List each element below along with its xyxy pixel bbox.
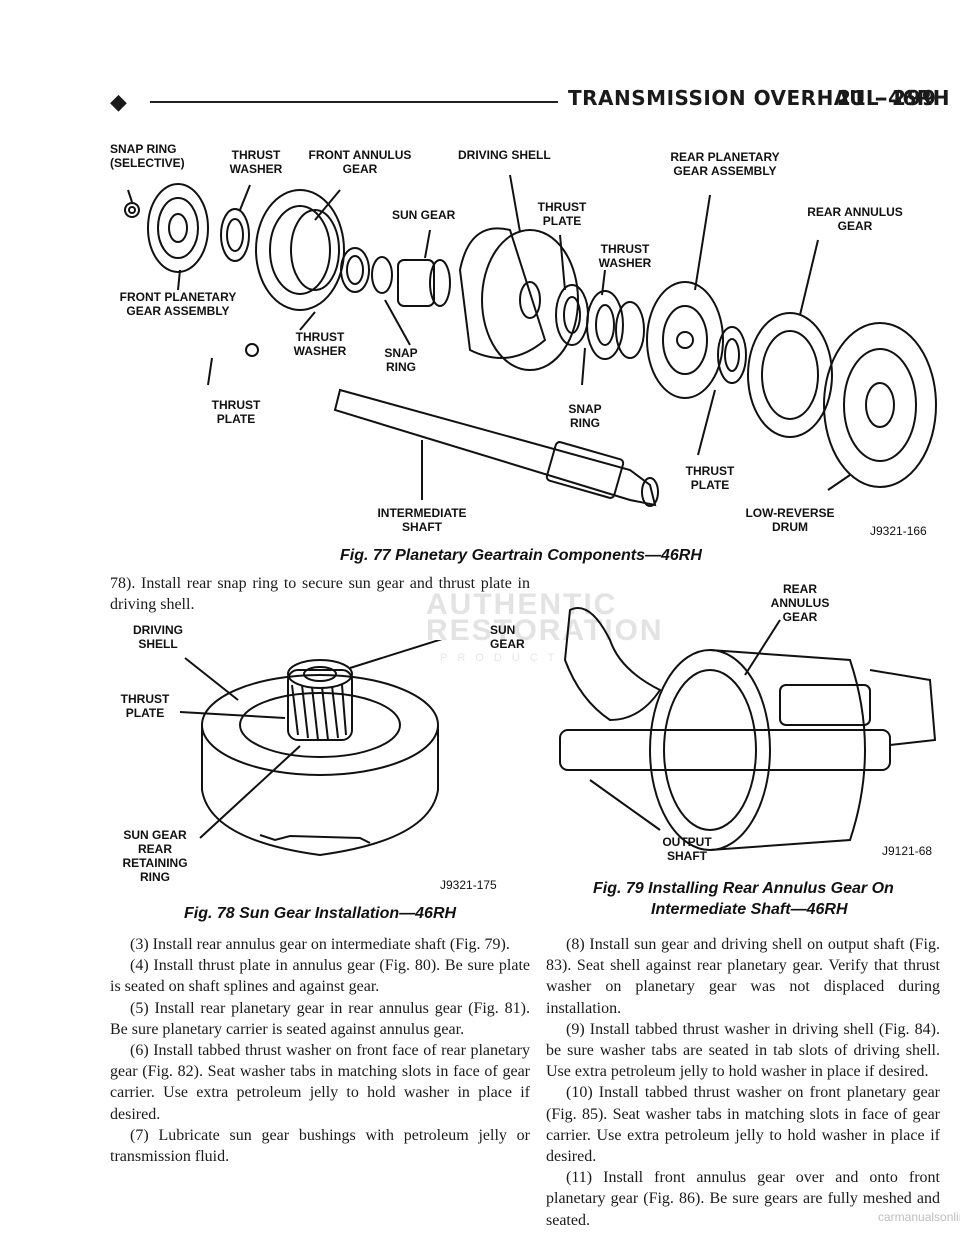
header-bullet: ◆ [110,90,127,115]
label-thrust-washer-top: THRUST WASHER [229,148,283,176]
fig78-label-sun-gear: SUN GEAR [490,623,525,651]
label-thrust-washer-low: THRUST WASHER [293,330,347,358]
step-5: (5) Install rear planetary gear in rear … [110,999,530,1038]
step-3: (3) Install rear annulus gear on interme… [130,936,510,953]
fig79-photo [559,607,937,851]
label-driving-shell: DRIVING SHELL [458,148,551,162]
label-intermediate-shaft: INTERMEDIATE SHAFT [377,506,467,534]
label-rear-annulus-gear: REAR ANNULUS GEAR [807,205,903,233]
step-4: (4) Install thrust plate in annulus gear… [110,957,530,996]
fig78-caption: Fig. 78 Sun Gear Installation—46RH [184,905,457,922]
step-6: (6) Install tabbed thrust washer on fron… [110,1042,530,1123]
fig78-label-thrust-plate: THRUST PLATE [120,692,170,720]
fig78-illustration [180,640,443,857]
step-9: (9) Install tabbed thrust washer in driv… [546,1020,940,1081]
fig79-label-output-shaft: OUTPUT SHAFT [662,835,712,863]
label-sun-gear-top: SUN GEAR [392,208,456,222]
right-column-steps: (8) Install sun gear and driving shell o… [546,934,940,1231]
fig78-label-sun-gear-ring: SUN GEAR REAR RETAINING RING [122,828,188,884]
left-column-steps: (3) Install rear annulus gear on interme… [110,934,530,1167]
label-thrust-plate-top: THRUST PLATE [537,200,587,228]
fig79-caption-line1: Fig. 79 Installing Rear Annulus Gear On [593,880,894,897]
label-front-planetary-gear-assembly: FRONT PLANETARY GEAR ASSEMBLY [119,290,237,318]
fig79-caption-line2: Intermediate Shaft—46RH [651,901,848,918]
step-10: (10) Install tabbed thrust washer on fro… [546,1084,940,1166]
label-snap-ring-low: SNAP RING [384,346,418,374]
page-title: TRANSMISSION OVERHAUL-46RH [568,86,950,110]
fig77-code: J9321-166 [870,524,927,538]
footer-watermark: carmanualsonline.info [878,1210,960,1224]
step-7: (7) Lubricate sun gear bushings with pet… [110,1126,530,1166]
label-thrust-plate-right: THRUST PLATE [685,464,735,492]
watermark-sub: PRODUCT [440,652,565,664]
watermark-center: AUTHENTIC RESTORATION [426,588,664,647]
fig79-label-rear-annulus-gear: REAR ANNULUS GEAR [770,582,830,624]
step-11: (11) Install front annulus gear over and… [546,1169,940,1229]
watermark-line1: AUTHENTIC [426,588,618,621]
label-thrust-washer-mid: THRUST WASHER [598,242,652,270]
fig78-code: J9321-175 [440,878,497,892]
header-rule [150,101,558,103]
label-thrust-plate-left: THRUST PLATE [211,398,261,426]
fig77-exploded-view [124,174,937,507]
intro-paragraph: 78). Install rear snap ring to secure su… [110,573,530,615]
fig79-code: J9121-68 [882,844,933,858]
page-number: 21 - 299 [837,86,937,110]
fig78-label-driving-shell: DRIVING SHELL [132,623,183,651]
step-8: (8) Install sun gear and driving shell o… [546,936,940,1017]
label-rear-planetary-gear-assembly: REAR PLANETARY GEAR ASSEMBLY [670,150,780,178]
fig77-caption: Fig. 77 Planetary Geartrain Components—4… [340,547,702,564]
label-low-reverse-drum: LOW-REVERSE DRUM [745,506,835,534]
label-snap-ring-selective: SNAP RING (SELECTIVE) [110,142,185,170]
watermark-line2: RESTORATION [426,614,664,647]
label-front-annulus-gear: FRONT ANNULUS GEAR [308,148,412,176]
intro-text: 78). Install rear snap ring to secure su… [110,575,530,614]
label-snap-ring-right: SNAP RING [568,402,602,430]
